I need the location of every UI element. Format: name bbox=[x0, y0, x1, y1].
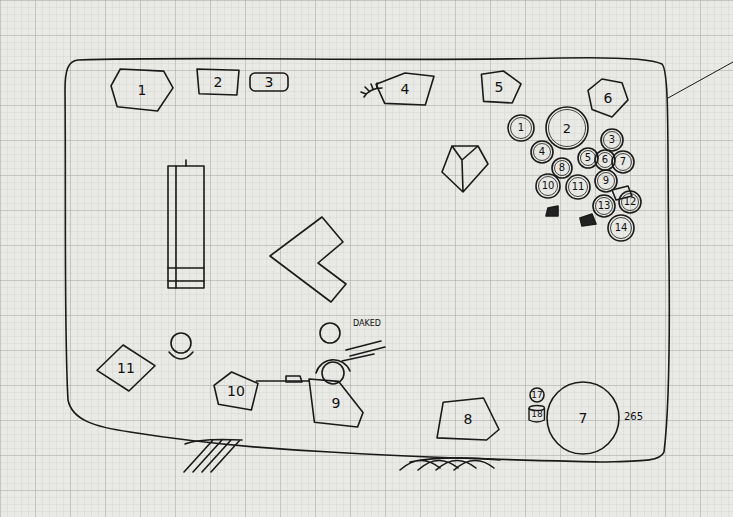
diamond-bed: 11 bbox=[96, 344, 156, 392]
callout-number: 12 bbox=[624, 197, 637, 207]
callout-number: 11 bbox=[572, 182, 585, 192]
plant-circle: 5 bbox=[580, 150, 596, 166]
note-label: DAKED bbox=[353, 320, 381, 328]
callout-number: 7 bbox=[579, 411, 588, 425]
pentagon-bed: 4 bbox=[375, 72, 435, 106]
connector-line bbox=[256, 380, 309, 382]
plant-circle: 12 bbox=[621, 193, 639, 211]
callout-number: 1 bbox=[518, 123, 524, 133]
plant-circle: 8 bbox=[554, 160, 570, 176]
hexagon-bed: 6 bbox=[587, 78, 629, 118]
callout-number: 4 bbox=[401, 82, 410, 96]
plant-circle: 13 bbox=[595, 197, 613, 215]
callout-number: 13 bbox=[598, 201, 611, 211]
callout-number: 9 bbox=[603, 176, 609, 186]
pentagon-bed: 8 bbox=[436, 397, 500, 441]
plant-circle: 2 bbox=[548, 109, 586, 147]
box-plot: 3 bbox=[249, 72, 289, 92]
plant-circle: 4 bbox=[533, 143, 551, 161]
callout-number: 2 bbox=[563, 122, 571, 135]
callout-number: 6 bbox=[602, 155, 608, 165]
plant-circle: 9 bbox=[597, 172, 615, 190]
callout-number: 1 bbox=[138, 83, 147, 97]
dimension-label: 265 bbox=[624, 412, 643, 422]
callout-number: 8 bbox=[559, 163, 565, 173]
callout-number: 14 bbox=[615, 223, 628, 233]
callout-number: 9 bbox=[332, 396, 341, 410]
pentagon-bed: 9 bbox=[308, 378, 364, 428]
callout-number: 5 bbox=[495, 80, 504, 94]
callout-number: 11 bbox=[117, 361, 135, 375]
plant-circle: 6 bbox=[597, 152, 613, 168]
plant-circle: 7 bbox=[614, 153, 632, 171]
small-cylinder: 18 bbox=[528, 405, 545, 423]
callout-number: 2 bbox=[214, 75, 223, 89]
callout-number: 17 bbox=[531, 391, 542, 400]
plant-circle: 3 bbox=[603, 131, 621, 149]
callout-number: 10 bbox=[542, 181, 555, 191]
plant-circle: 10 bbox=[538, 176, 558, 196]
plant-circle: 11 bbox=[568, 177, 588, 197]
plant-circle: 1 bbox=[510, 117, 532, 139]
large-circle: 7 bbox=[546, 381, 620, 455]
callout-number: 18 bbox=[531, 410, 542, 419]
callout-number: 3 bbox=[265, 75, 274, 89]
small-circle: 17 bbox=[529, 387, 545, 403]
box-plot: 2 bbox=[196, 68, 240, 96]
pentagon-bed: 10 bbox=[213, 371, 259, 411]
pentagon-bed: 5 bbox=[476, 70, 522, 104]
callout-number: 5 bbox=[585, 153, 591, 163]
callout-number: 4 bbox=[539, 147, 545, 157]
plant-circle: 14 bbox=[610, 217, 632, 239]
callout-number: 6 bbox=[604, 91, 613, 105]
callout-number: 8 bbox=[464, 412, 473, 426]
callout-number: 7 bbox=[620, 157, 626, 167]
callout-number: 3 bbox=[609, 135, 615, 145]
callout-number: 10 bbox=[227, 384, 245, 398]
hexagon-bed: 1 bbox=[110, 68, 174, 112]
